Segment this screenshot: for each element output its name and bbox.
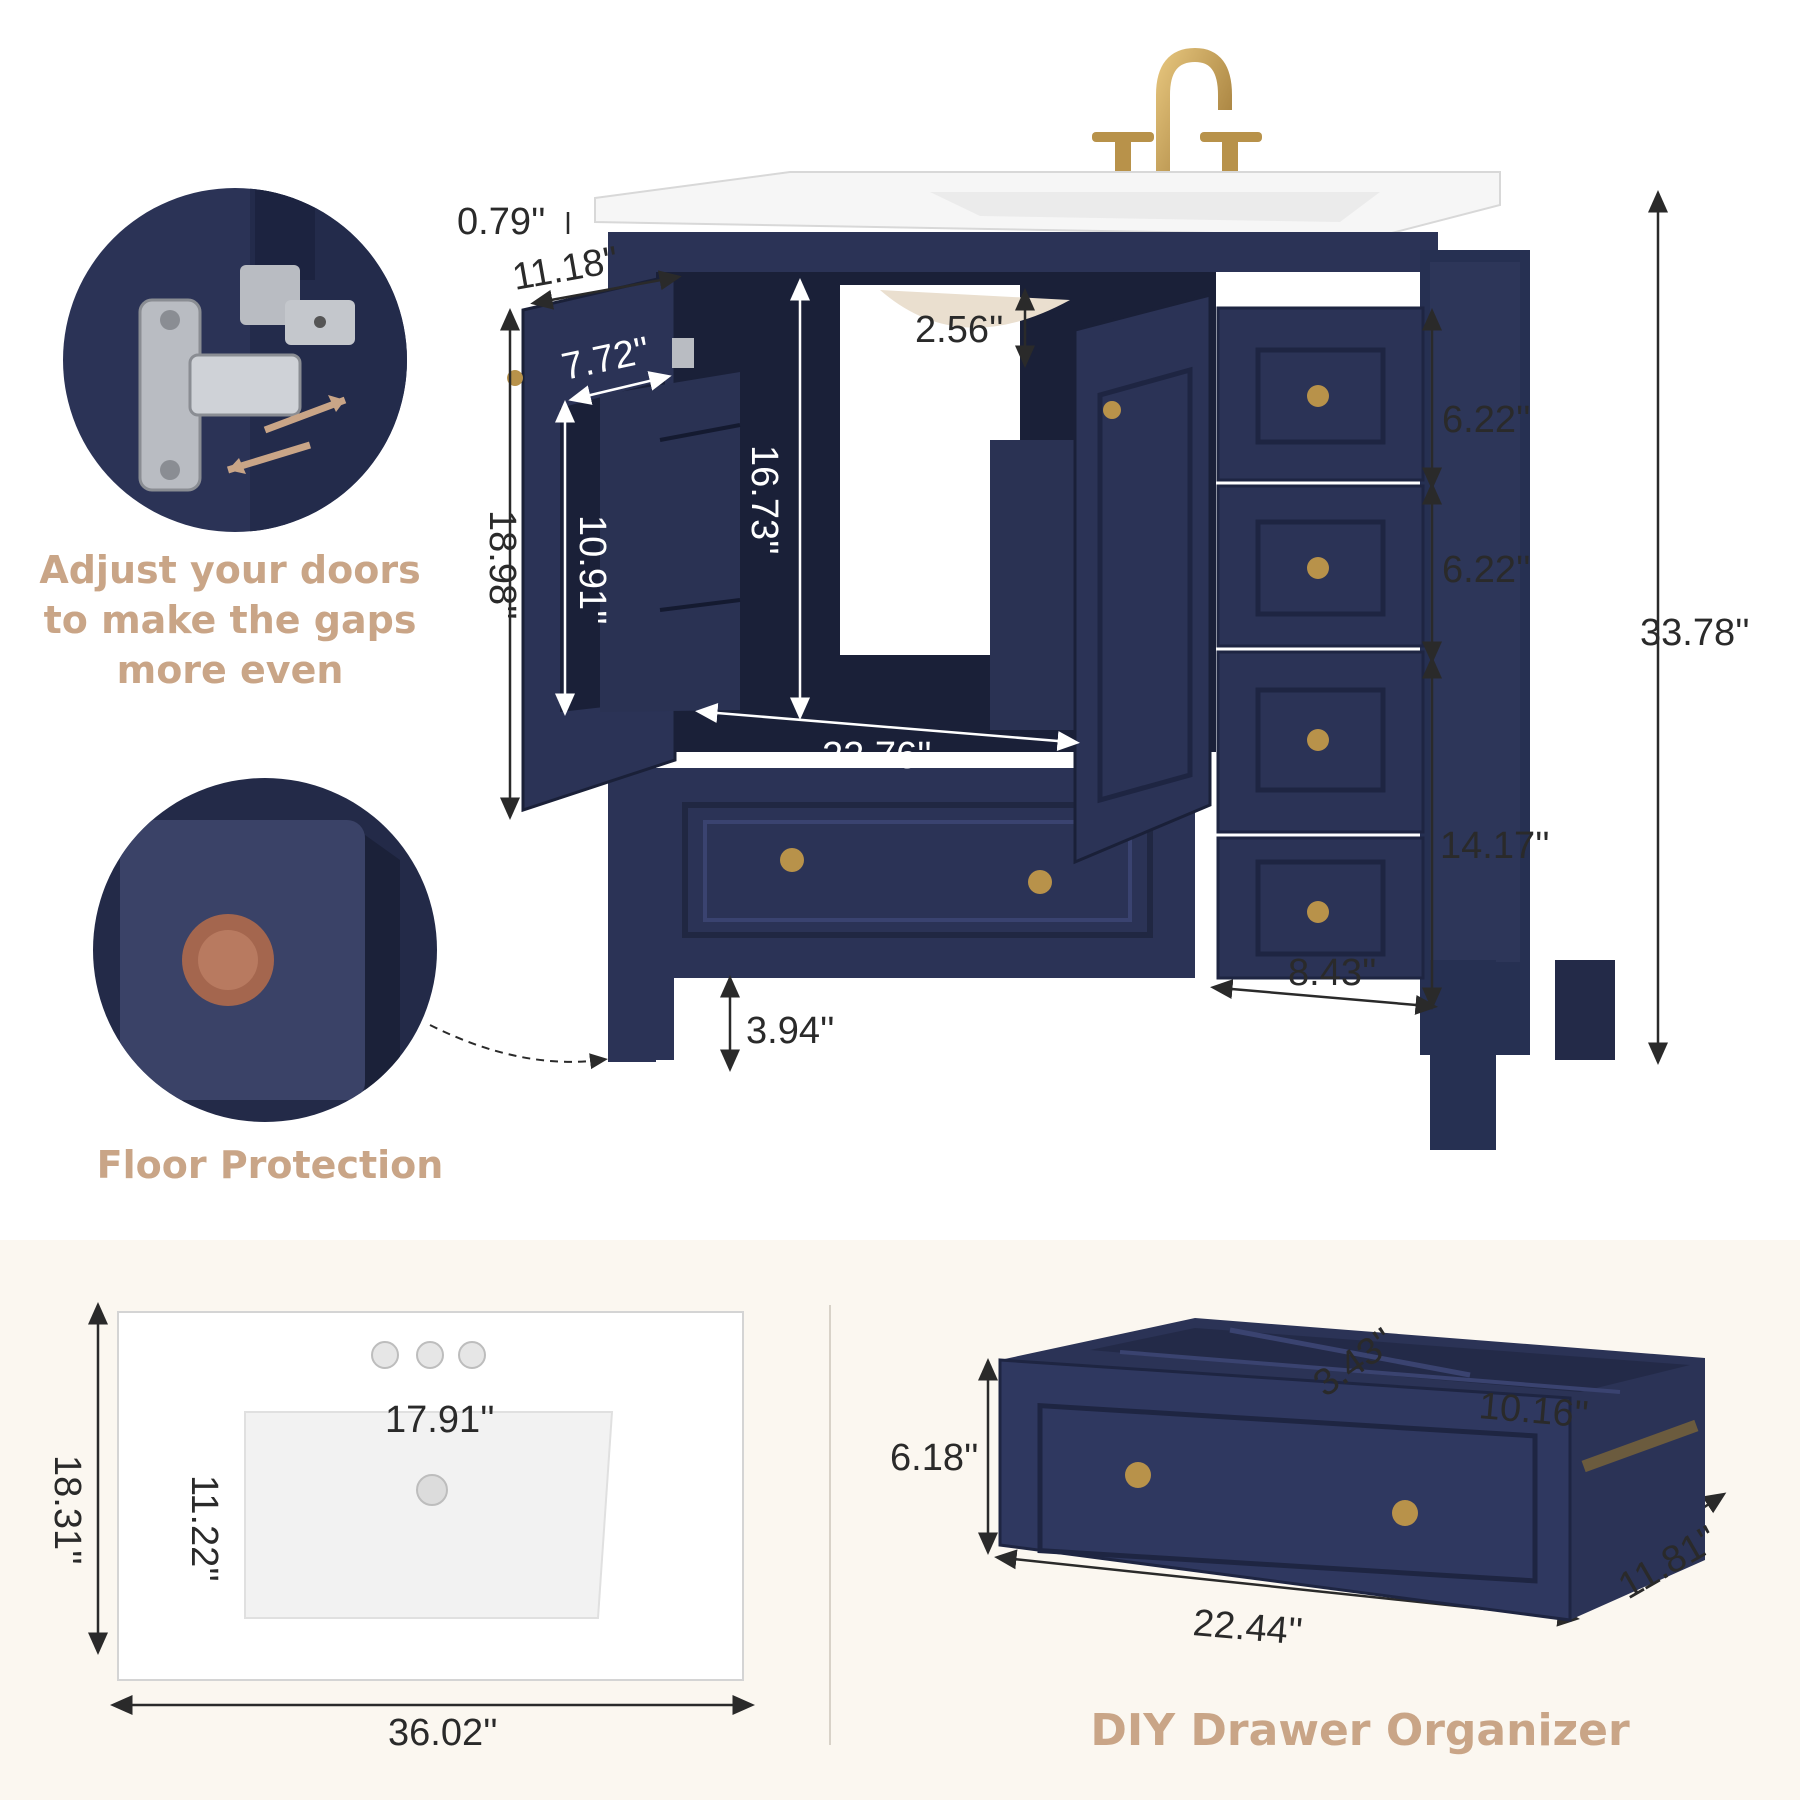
countertop-top-view bbox=[117, 1311, 744, 1681]
dim-inner-height: 16.73'' bbox=[743, 445, 785, 555]
dim-countertop-thickness: 0.79'' bbox=[457, 201, 545, 243]
dimension-labels: 0.79'' 11.18'' 7.72'' 2.56'' 6.22'' 6.22… bbox=[46, 201, 1750, 1754]
panel-divider bbox=[829, 1305, 831, 1745]
dim-top-width: 36.02'' bbox=[388, 1712, 498, 1754]
dim-leg-height: 3.94'' bbox=[746, 1010, 834, 1052]
dim-drawer2-height: 6.22'' bbox=[1442, 549, 1530, 591]
adjust-doors-caption: Adjust your doors to make the gaps more … bbox=[39, 548, 421, 692]
floor-pad-circle bbox=[93, 778, 608, 1122]
dim-organizer-length: 10.16'' bbox=[1477, 1385, 1590, 1436]
floor-pad-icon bbox=[182, 914, 274, 1006]
adjust-arrows-icon bbox=[226, 395, 347, 474]
vanity-illustration bbox=[507, 47, 1615, 1150]
dim-bottom-drawers-height: 14.17'' bbox=[1440, 825, 1550, 867]
hinge-icon bbox=[138, 265, 355, 492]
dim-basin-depth: 11.22'' bbox=[183, 1475, 225, 1582]
dim-door-shelf-height: 10.91'' bbox=[571, 515, 613, 625]
dim-total-height: 33.78'' bbox=[1640, 612, 1750, 654]
dim-inner-width: 22.76'' bbox=[822, 735, 932, 777]
hinge-detail-circle bbox=[63, 188, 407, 532]
dim-drawer-height: 6.18'' bbox=[890, 1437, 978, 1479]
floor-protection-caption: Floor Protection bbox=[96, 1143, 444, 1187]
drawer-organizer-illustration bbox=[998, 1318, 1705, 1622]
dim-top-depth: 18.31'' bbox=[46, 1455, 88, 1565]
dim-sink-depth: 2.56'' bbox=[915, 309, 1003, 351]
diy-organizer-caption: DIY Drawer Organizer bbox=[1090, 1705, 1630, 1756]
dim-small-drawer-width: 8.43'' bbox=[1288, 952, 1376, 994]
dim-drawer1-height: 6.22'' bbox=[1442, 399, 1530, 441]
dim-drawer-width: 22.44'' bbox=[1191, 1602, 1304, 1653]
dim-basin-width: 17.91'' bbox=[385, 1399, 495, 1441]
dim-door-height: 18.98'' bbox=[481, 510, 523, 620]
